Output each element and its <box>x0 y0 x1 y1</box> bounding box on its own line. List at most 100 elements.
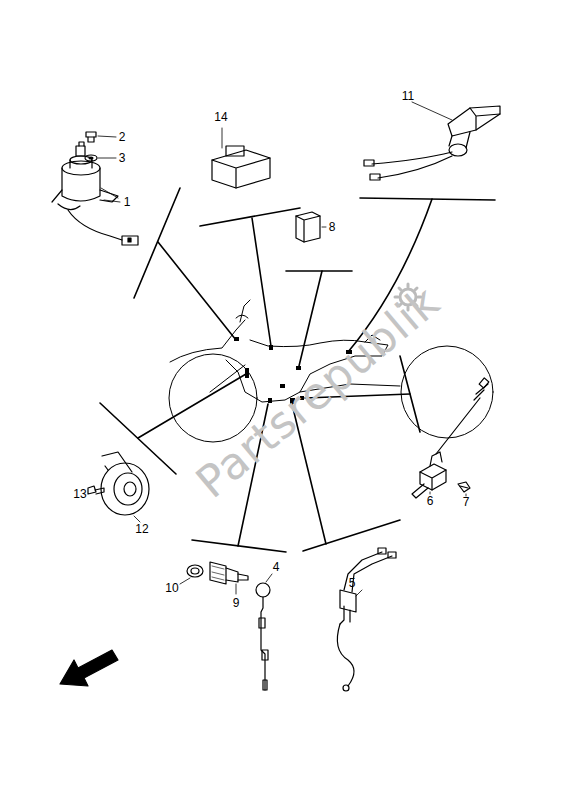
relay <box>226 146 244 156</box>
neutral-switch <box>470 108 500 130</box>
sensor <box>412 378 489 498</box>
group-bracket <box>100 188 495 552</box>
callout-number: 10 <box>165 582 178 594</box>
washer <box>98 158 116 159</box>
bolt <box>86 132 116 142</box>
location-marker <box>280 384 285 388</box>
location-marker <box>245 368 249 378</box>
sensor <box>412 484 428 498</box>
horn <box>101 452 149 522</box>
sensor <box>430 492 431 494</box>
callout-number: 8 <box>329 221 336 233</box>
group-bracket <box>299 271 322 366</box>
brake-switch <box>340 590 356 612</box>
horn <box>105 466 108 470</box>
callout-number: 5 <box>349 577 356 589</box>
flasher-relay <box>296 212 326 242</box>
group-bracket <box>134 188 180 298</box>
ignition-switch <box>52 142 138 245</box>
screw <box>88 486 104 494</box>
sensor <box>436 398 480 454</box>
callout-number: 9 <box>233 597 240 609</box>
brake-switch <box>388 552 396 558</box>
motorcycle-outline <box>240 300 250 322</box>
callout-number: 7 <box>463 496 470 508</box>
sensor <box>479 378 489 388</box>
wire-lead <box>259 618 265 628</box>
wire-lead <box>256 583 270 597</box>
callout-number: 4 <box>273 561 280 573</box>
relay <box>212 128 270 188</box>
washer <box>85 155 97 161</box>
washer <box>85 155 116 161</box>
flasher-relay <box>296 216 320 242</box>
callout-number: 12 <box>135 523 148 535</box>
relay <box>212 158 270 188</box>
oil-pressure-switch <box>210 562 248 594</box>
brake-switch <box>340 606 350 624</box>
brake-switch <box>378 548 386 554</box>
horn <box>101 463 149 515</box>
leader-line <box>104 200 120 202</box>
wire-lead <box>262 650 268 660</box>
ignition-switch <box>101 188 118 198</box>
group-bracket <box>138 374 246 438</box>
wire-lead <box>256 574 272 690</box>
ignition-switch <box>70 156 92 164</box>
bolt <box>86 132 96 137</box>
bolt <box>88 137 94 142</box>
motorcycle-outline <box>401 346 493 438</box>
motorcycle-outline <box>236 315 248 318</box>
brake-switch <box>344 552 382 590</box>
callout-number: 11 <box>402 90 414 102</box>
wire-lead <box>266 574 272 582</box>
sensor <box>420 464 446 490</box>
callout-number: 6 <box>427 495 434 507</box>
ignition-switch <box>68 210 122 240</box>
flasher-relay <box>296 212 320 242</box>
neutral-switch <box>449 132 470 148</box>
neutral-switch <box>448 106 500 136</box>
oil-pressure-switch <box>226 568 238 582</box>
brake-switch <box>356 590 362 596</box>
neutral-switch <box>412 102 452 120</box>
horn <box>114 473 142 505</box>
group-bracket <box>286 270 352 272</box>
group-bracket <box>252 218 271 346</box>
motorcycle-outline <box>170 320 245 362</box>
callout-number: 14 <box>214 111 227 123</box>
neutral-switch <box>370 174 380 180</box>
direction-arrow <box>60 650 118 686</box>
oil-pressure-switch <box>236 584 237 594</box>
brake-switch <box>337 624 354 686</box>
horn <box>134 516 140 522</box>
ignition-switch <box>79 142 84 146</box>
ignition-switch <box>58 204 80 210</box>
brake-switch <box>352 556 392 592</box>
wire-lead <box>261 597 265 690</box>
relay <box>222 128 223 148</box>
ignition-switch <box>128 238 131 242</box>
bolt <box>458 482 470 492</box>
washer <box>180 578 190 584</box>
callout-number: 3 <box>119 152 126 164</box>
oil-pressure-switch <box>238 574 248 580</box>
direction-arrow <box>60 650 118 686</box>
callout-number: 2 <box>119 131 126 143</box>
group-bracket <box>158 242 236 340</box>
group-bracket <box>360 198 495 200</box>
brake-switch <box>343 685 349 691</box>
neutral-switch <box>372 152 452 164</box>
neutral-switch <box>364 102 500 180</box>
ignition-switch <box>122 236 138 245</box>
washer <box>187 565 203 577</box>
wire-lead <box>263 680 267 690</box>
callout-number: 13 <box>73 488 86 500</box>
ignition-switch <box>62 161 100 175</box>
bolt <box>98 136 116 137</box>
callout-number: 1 <box>124 196 131 208</box>
bolt <box>460 486 468 488</box>
neutral-switch <box>378 156 452 178</box>
flasher-relay <box>322 227 326 228</box>
